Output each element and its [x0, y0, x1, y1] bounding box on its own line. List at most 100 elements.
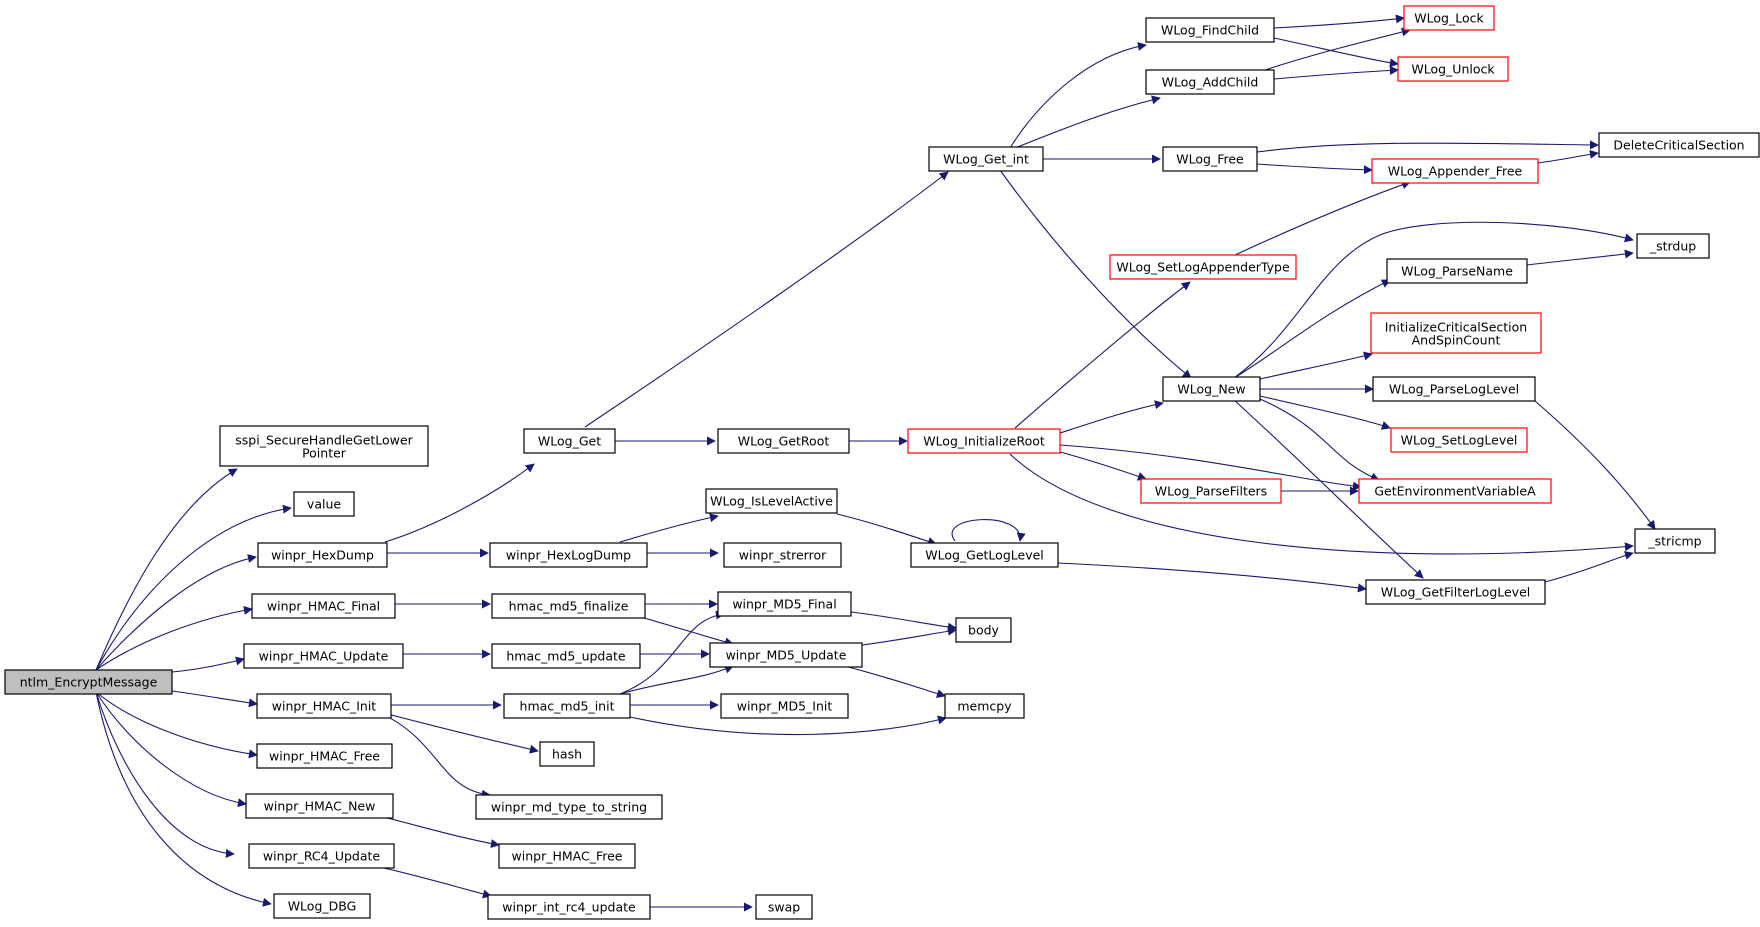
node-box [1370, 312, 1542, 354]
node-wlog-getloglevel[interactable]: WLog_GetLogLevel [910, 542, 1059, 568]
node-wlog-dbg[interactable]: WLog_DBG [273, 893, 371, 919]
edge [619, 610, 725, 695]
node-wlog-getroot[interactable]: WLog_GetRoot [717, 428, 850, 454]
node-box [723, 542, 842, 568]
node-box [928, 146, 1044, 172]
node-box [523, 428, 616, 454]
node-box [491, 643, 641, 669]
node-winpr-md5-init[interactable]: winpr_MD5_Init [720, 693, 849, 719]
node-wlog-unlock[interactable]: WLog_Unlock [1397, 56, 1509, 82]
node-wlog-getfilterloglevel[interactable]: WLog_GetFilterLogLevel [1365, 579, 1546, 605]
node-box [709, 642, 863, 668]
node-winpr-md5-update[interactable]: winpr_MD5_Update [709, 642, 863, 668]
node-label: WLog_GetLogLevel [925, 548, 1044, 563]
node-wlog-get[interactable]: WLog_Get [523, 428, 616, 454]
node-winpr-hmac-new[interactable]: winpr_HMAC_New [245, 793, 394, 819]
node-box [487, 894, 651, 920]
edge [850, 611, 957, 632]
node-winpr-hmac-free-b[interactable]: winpr_HMAC_Free [498, 843, 636, 869]
node-box [1390, 427, 1528, 453]
node-box [1365, 579, 1546, 605]
edge [1259, 398, 1380, 482]
node-hmac-md5-update[interactable]: hmac_md5_update [491, 643, 641, 669]
node-label: WLog_FindChild [1161, 23, 1259, 38]
node-wlog-findchild[interactable]: WLog_FindChild [1145, 17, 1275, 43]
node-body[interactable]: body [955, 617, 1012, 643]
node-box [1162, 376, 1261, 402]
edge [619, 665, 734, 695]
node-winpr-hexlogdump[interactable]: winpr_HexLogDump [489, 542, 648, 568]
edge [1544, 551, 1634, 583]
node-winpr-rc4-update[interactable]: winpr_RC4_Update [248, 843, 395, 869]
node-box [1634, 528, 1716, 554]
node-hash[interactable]: hash [539, 741, 595, 767]
node-wlog-addchild[interactable]: WLog_AddChild [1145, 69, 1275, 95]
edge [1273, 37, 1399, 68]
edge [95, 691, 235, 858]
node-winpr-strerror[interactable]: winpr_strerror [723, 542, 842, 568]
node-wlog-get-int[interactable]: WLog_Get_int [928, 146, 1044, 172]
node-wlog-setloglevel[interactable]: WLog_SetLogLevel [1390, 427, 1528, 453]
node-label: winpr_MD5_Update [726, 648, 847, 663]
edge [95, 554, 257, 671]
node-box [251, 593, 396, 619]
edge [374, 865, 492, 899]
node-swap[interactable]: swap [755, 894, 813, 920]
node-winpr-hmac-final[interactable]: winpr_HMAC_Final [251, 593, 396, 619]
node-wlog-parseloglevel[interactable]: WLog_ParseLogLevel [1372, 376, 1536, 402]
node-winpr-md-type-to-string[interactable]: winpr_md_type_to_string [475, 794, 663, 820]
node-box [1109, 254, 1297, 280]
node-box [248, 843, 395, 869]
node-strdup[interactable]: _strdup [1636, 233, 1710, 259]
node-box [1162, 146, 1258, 172]
node-wlog-parsename[interactable]: WLog_ParseName [1386, 258, 1528, 284]
node-label: winpr_md_type_to_string [491, 800, 647, 815]
node-box [720, 693, 849, 719]
node-wlog-setlogappendertype[interactable]: WLog_SetLogAppenderType [1109, 254, 1297, 280]
node-wlog-free[interactable]: WLog_Free [1162, 146, 1258, 172]
node-winpr-int-rc4-update[interactable]: winpr_int_rc4_update [487, 894, 651, 920]
edge [384, 463, 535, 543]
node-box [1358, 478, 1552, 504]
node-label: WLog_Lock [1414, 11, 1484, 26]
node-wlog-islevelactive[interactable]: WLog_IsLevelActive [705, 488, 838, 514]
node-box [475, 794, 663, 820]
node-memcpy[interactable]: memcpy [944, 693, 1025, 719]
node-box [717, 591, 852, 617]
node-value[interactable]: value [293, 491, 355, 517]
node-stricmp[interactable]: _stricmp [1634, 528, 1716, 554]
node-label: winpr_HMAC_Update [259, 649, 389, 664]
node-wlog-new[interactable]: WLog_New [1162, 376, 1261, 402]
node-box [1598, 132, 1760, 158]
node-label: hash [552, 747, 582, 762]
node-winpr-hmac-update[interactable]: winpr_HMAC_Update [243, 643, 404, 669]
node-box [539, 741, 595, 767]
node-box [1145, 17, 1275, 43]
node-getenvironmentvariablea[interactable]: GetEnvironmentVariableA [1358, 478, 1552, 504]
node-label: WLog_InitializeRoot [923, 434, 1045, 449]
node-label: winpr_HexDump [271, 548, 374, 563]
node-hmac-md5-finalize[interactable]: hmac_md5_finalize [491, 593, 646, 619]
node-winpr-md5-final[interactable]: winpr_MD5_Final [717, 591, 852, 617]
edge [95, 691, 272, 907]
node-winpr-hmac-free-a[interactable]: winpr_HMAC_Free [256, 743, 393, 769]
node-deletecriticalsection[interactable]: DeleteCriticalSection [1598, 132, 1760, 158]
node-ntlm-encryptmessage[interactable]: ntlm_EncryptMessage [4, 669, 173, 695]
node-winpr-hexdump[interactable]: winpr_HexDump [257, 542, 388, 568]
node-wlog-initializeroot[interactable]: WLog_InitializeRoot [907, 428, 1061, 454]
edge [1234, 180, 1411, 256]
node-wlog-parsefilters[interactable]: WLog_ParseFilters [1140, 478, 1282, 504]
edge [171, 690, 258, 708]
node-box [243, 643, 404, 669]
node-label: hmac_md5_update [506, 649, 626, 664]
node-wlog-appender-free[interactable]: WLog_Appender_Free [1371, 158, 1539, 184]
edge [951, 519, 1026, 542]
node-label: _strdup [1649, 239, 1696, 254]
node-box [219, 425, 429, 467]
node-winpr-hmac-init[interactable]: winpr_HMAC_Init [256, 693, 392, 719]
node-hmac-md5-init[interactable]: hmac_md5_init [503, 693, 631, 719]
node-wlog-lock[interactable]: WLog_Lock [1403, 5, 1495, 31]
edge [1256, 140, 1599, 153]
